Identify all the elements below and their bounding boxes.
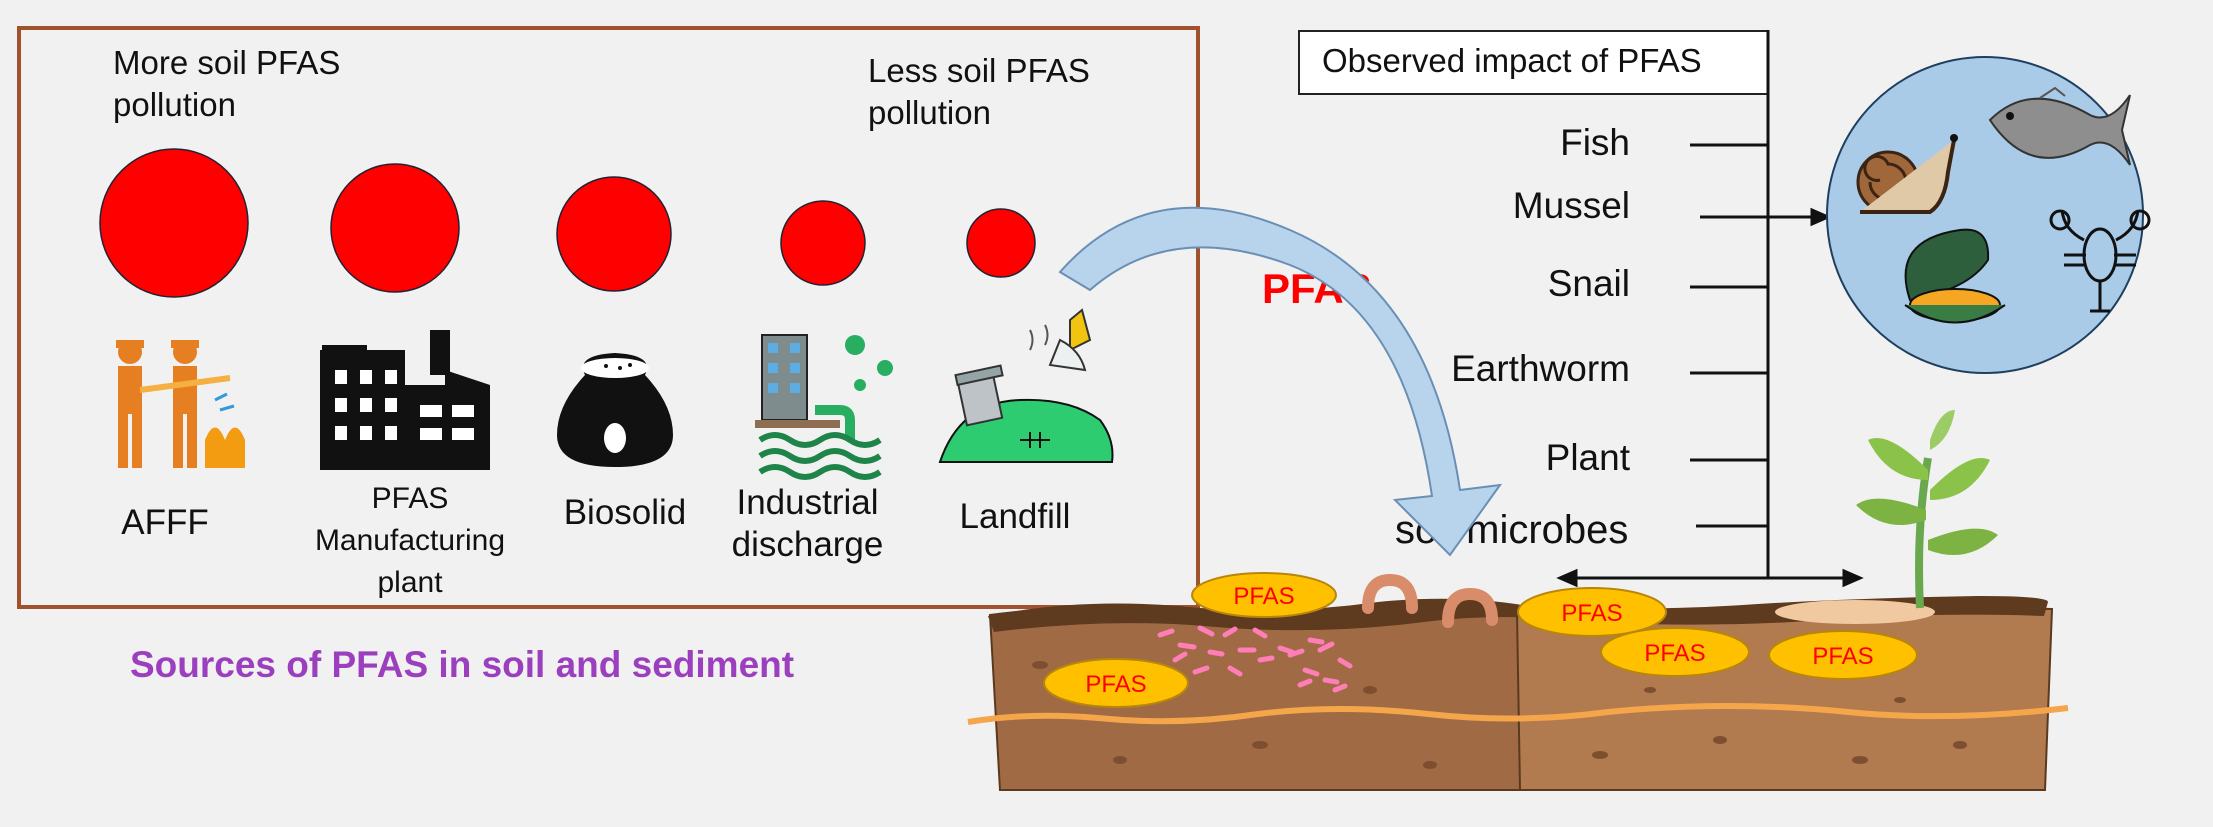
plant-icon xyxy=(1856,410,1998,609)
more-pollution-label: More soil PFAS pollution xyxy=(113,44,341,123)
source-label-landfill: Landfill xyxy=(959,497,1071,536)
source-label-industrial: Industrial discharge xyxy=(731,483,884,564)
impact-connectors xyxy=(1556,30,1864,588)
industrial-discharge-icon xyxy=(755,334,893,480)
mussel-icon xyxy=(1904,228,2006,324)
pollution-circle-manufacturing xyxy=(330,163,460,293)
pfas-pill: PFAS xyxy=(1600,627,1750,677)
organism-snail: Snail xyxy=(1547,263,1630,304)
landfill-icon xyxy=(938,308,1114,463)
pfas-transport-arrow xyxy=(1058,206,1503,557)
firefighters-icon xyxy=(116,340,245,468)
fish-icon xyxy=(1988,86,2131,166)
earthworm-icon xyxy=(1362,573,1498,628)
organism-fish: Fish xyxy=(1560,122,1630,163)
source-label-biosolid: Biosolid xyxy=(563,493,687,532)
aquatic-organisms-circle xyxy=(1826,56,2151,374)
impact-title: Observed impact of PFAS xyxy=(1298,30,1768,95)
soil-microbes-cluster xyxy=(1157,625,1353,693)
pfas-pill: PFAS xyxy=(1768,630,1918,680)
pfas-pill-label: PFAS xyxy=(1233,583,1294,610)
sources-caption: Sources of PFAS in soil and sediment xyxy=(130,644,795,685)
source-label-afff: AFFF xyxy=(121,503,209,542)
source-label-manufacturing: PFAS Manufacturing plant xyxy=(314,482,506,599)
pfas-pill: PFAS xyxy=(1517,587,1667,637)
organism-mussel: Mussel xyxy=(1512,185,1630,226)
pollution-circle-afff xyxy=(99,148,249,298)
less-pollution-label: Less soil PFAS pollution xyxy=(868,52,1090,131)
pfas-pill: PFAS xyxy=(1043,658,1189,708)
organism-earthworm: Earthworm xyxy=(1451,348,1630,389)
pfas-pill-label: PFAS xyxy=(1812,643,1873,670)
pollution-circle-biosolid xyxy=(556,176,672,292)
pollution-circle-landfill xyxy=(966,208,1036,278)
pollution-circles xyxy=(99,148,1036,298)
biosolid-bag-icon xyxy=(557,353,673,467)
pfas-pill-label: PFAS xyxy=(1561,600,1622,627)
pollution-circle-industrial xyxy=(780,200,866,286)
pfas-pill-label: PFAS xyxy=(1644,640,1705,667)
pfas-pill: PFAS xyxy=(1191,572,1337,618)
pfas-pill-label: PFAS xyxy=(1085,671,1146,698)
organism-plant: Plant xyxy=(1545,437,1630,478)
lobster-icon xyxy=(2049,209,2151,313)
sources-panel xyxy=(17,26,1200,609)
snail-icon xyxy=(1856,134,1958,214)
factory-icon xyxy=(320,330,490,470)
